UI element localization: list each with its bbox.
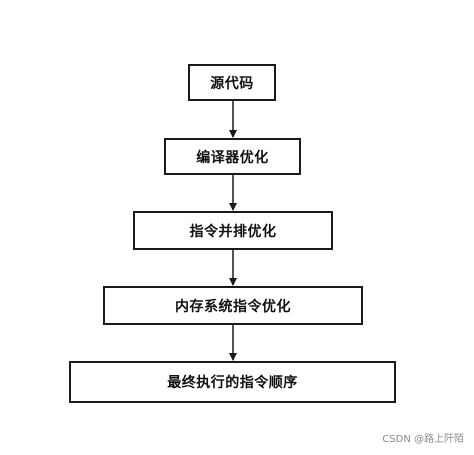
node-label: 内存系统指令优化 [175,298,291,315]
node-label: 指令并排优化 [189,223,277,240]
node-label: 编译器优化 [196,149,269,166]
node-label: 源代码 [210,75,254,92]
node-instruction-parallel-optimization: 指令并排优化 [133,211,333,250]
node-label: 最终执行的指令顺序 [167,375,298,391]
node-final-instruction-order: 最终执行的指令顺序 [69,361,396,403]
watermark-text: CSDN @路上阡陌 [382,434,464,445]
node-source-code: 源代码 [188,64,276,101]
node-memory-system-optimization: 内存系统指令优化 [103,286,363,325]
node-compiler-optimization: 编译器优化 [164,138,301,175]
